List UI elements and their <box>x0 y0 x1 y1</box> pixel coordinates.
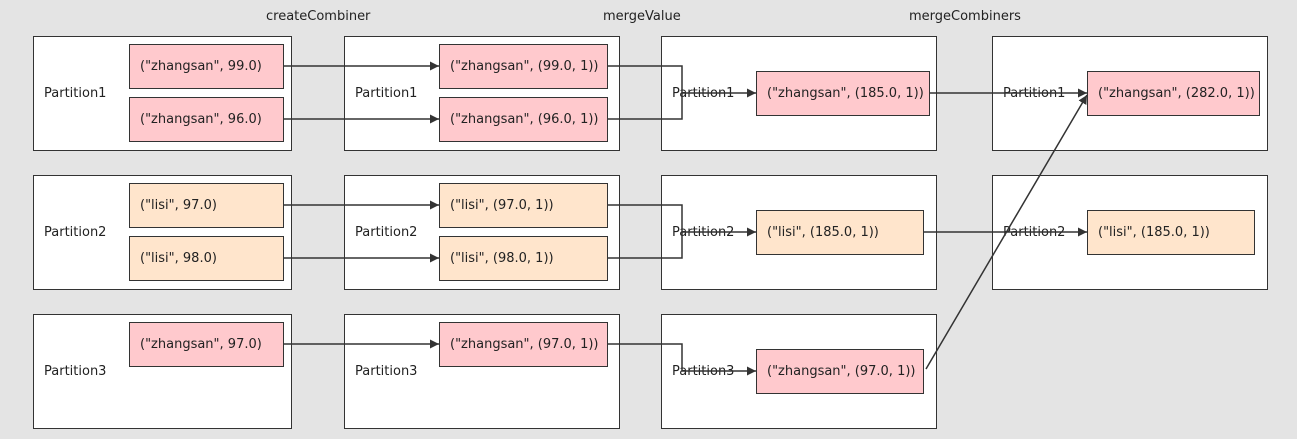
stage-title-merge-combiners: mergeCombiners <box>909 9 1021 24</box>
col3-partition2-label: Partition2 <box>672 225 735 240</box>
col1-partition3-label: Partition3 <box>44 364 107 379</box>
col4-p2-record-1: ("lisi", (185.0, 1)) <box>1087 210 1255 255</box>
col1-p1-record-2: ("zhangsan", 96.0) <box>129 97 284 142</box>
col2-partition2-label: Partition2 <box>355 225 418 240</box>
col2-p1-record-1: ("zhangsan", (99.0, 1)) <box>439 44 608 89</box>
col2-partition1-label: Partition1 <box>355 86 418 101</box>
col2-p3-record-1: ("zhangsan", (97.0, 1)) <box>439 322 608 367</box>
col2-partition3-label: Partition3 <box>355 364 418 379</box>
col1-partition2-label: Partition2 <box>44 225 107 240</box>
col2-p2-record-1: ("lisi", (97.0, 1)) <box>439 183 608 228</box>
col1-p2-record-2: ("lisi", 98.0) <box>129 236 284 281</box>
stage-title-create-combiner: createCombiner <box>266 9 371 24</box>
stage-title-merge-value: mergeValue <box>603 9 681 24</box>
col1-p2-record-1: ("lisi", 97.0) <box>129 183 284 228</box>
col4-p1-record-1: ("zhangsan", (282.0, 1)) <box>1087 71 1260 116</box>
col3-partition1-label: Partition1 <box>672 86 735 101</box>
col1-partition1-label: Partition1 <box>44 86 107 101</box>
col1-p3-record-1: ("zhangsan", 97.0) <box>129 322 284 367</box>
col3-p1-record-1: ("zhangsan", (185.0, 1)) <box>756 71 930 116</box>
col3-p3-record-1: ("zhangsan", (97.0, 1)) <box>756 349 924 394</box>
col2-p2-record-2: ("lisi", (98.0, 1)) <box>439 236 608 281</box>
col3-p2-record-1: ("lisi", (185.0, 1)) <box>756 210 924 255</box>
col4-partition1-label: Partition1 <box>1003 86 1066 101</box>
col3-partition3-label: Partition3 <box>672 364 735 379</box>
col2-p1-record-2: ("zhangsan", (96.0, 1)) <box>439 97 608 142</box>
col1-p1-record-1: ("zhangsan", 99.0) <box>129 44 284 89</box>
col4-partition2-label: Partition2 <box>1003 225 1066 240</box>
